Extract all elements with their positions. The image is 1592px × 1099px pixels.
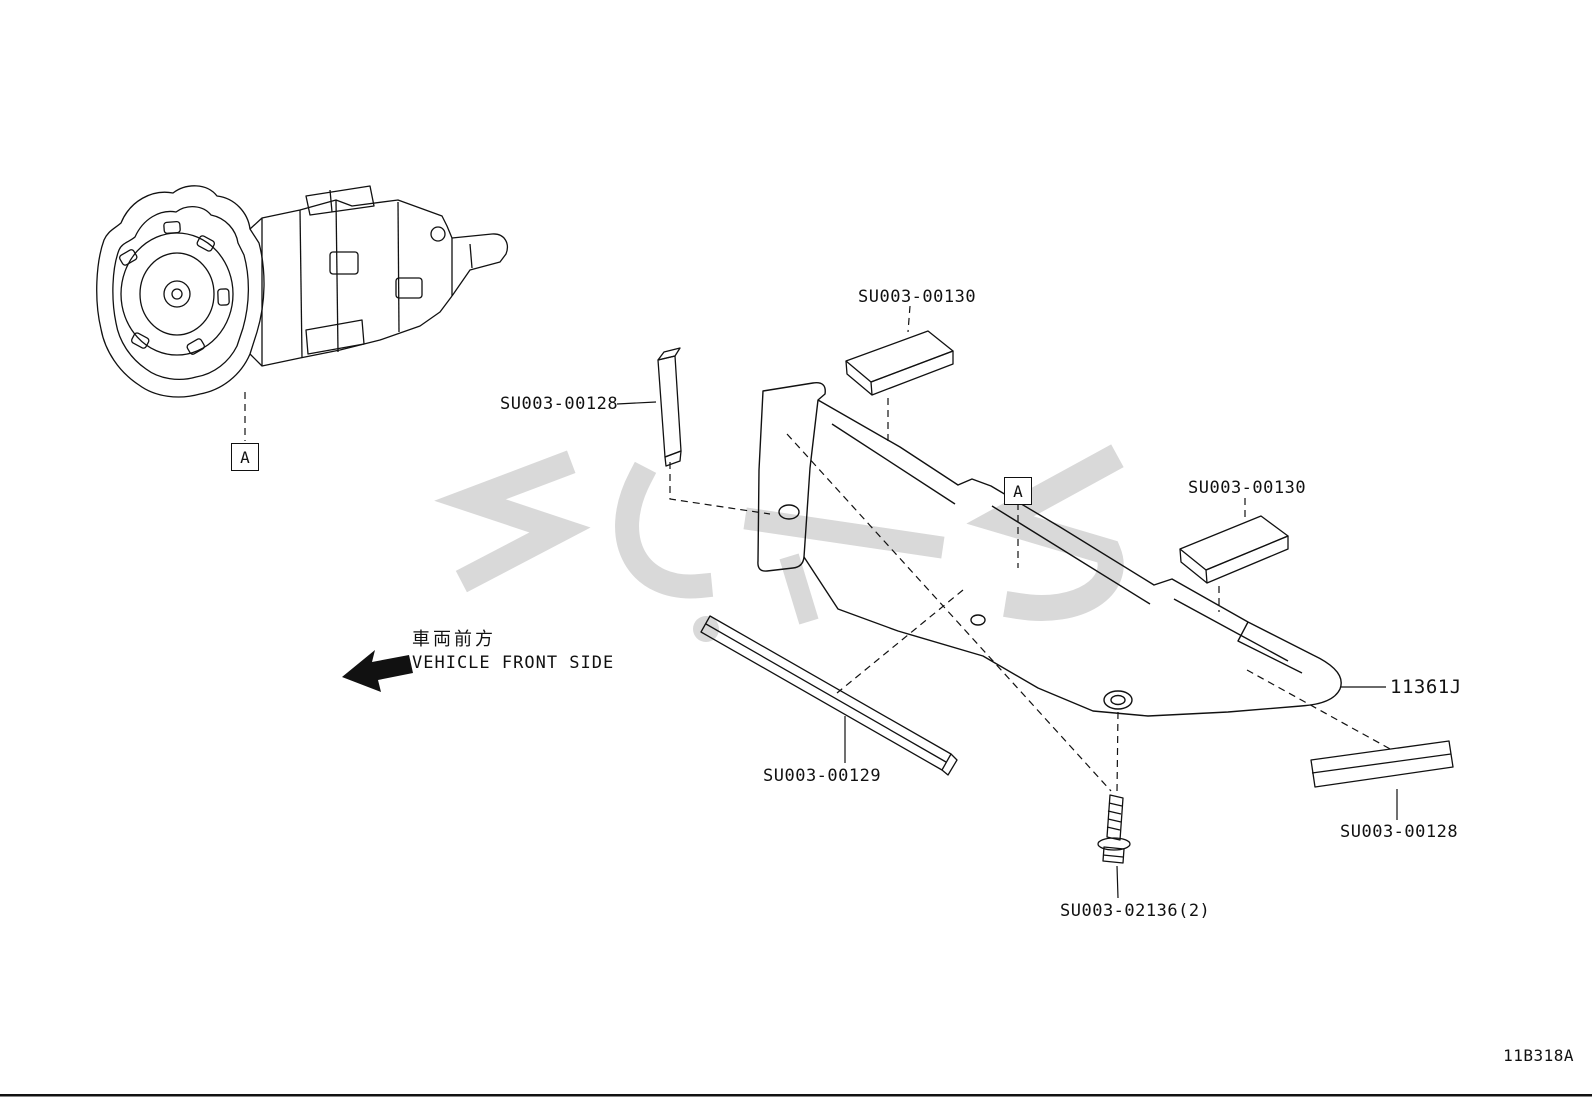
part-label-su003-00128-left: SU003-00128 bbox=[500, 394, 619, 414]
callout-a-transmission: A bbox=[231, 443, 259, 471]
bottom-frame-line bbox=[0, 1094, 1592, 1097]
front-side-label-en: VEHICLE FRONT SIDE bbox=[412, 653, 615, 673]
front-direction-arrow bbox=[342, 650, 413, 692]
watermark bbox=[434, 444, 1124, 642]
part-label-su003-02136: SU003-02136(2) bbox=[1060, 901, 1211, 921]
bolt-su003-02136 bbox=[1097, 794, 1131, 864]
seal-bar-su003-00129 bbox=[700, 615, 958, 776]
part-label-su003-00128-right: SU003-00128 bbox=[1340, 822, 1459, 842]
part-label-su003-00129: SU003-00129 bbox=[763, 766, 882, 786]
seal-bar-su003-00128-right bbox=[1310, 740, 1454, 788]
transmission-assembly bbox=[96, 185, 508, 398]
reference-dashed-lines bbox=[244, 305, 1393, 793]
leader-lines bbox=[616, 401, 1398, 899]
part-label-su003-00130-top: SU003-00130 bbox=[858, 287, 977, 307]
seal-bar-su003-00130-right bbox=[1179, 515, 1289, 584]
part-label-11361j: 11361J bbox=[1390, 676, 1462, 698]
front-side-label-jp: 車両前方 bbox=[412, 629, 496, 650]
part-label-su003-00130-right: SU003-00130 bbox=[1188, 478, 1307, 498]
engine-under-cover bbox=[757, 382, 1342, 717]
callout-a-panel: A bbox=[1004, 477, 1032, 505]
drawing-code: 11B318A bbox=[1503, 1046, 1574, 1065]
seal-bar-su003-00130-top bbox=[845, 330, 954, 396]
seal-bar-su003-00128-left bbox=[657, 347, 682, 467]
